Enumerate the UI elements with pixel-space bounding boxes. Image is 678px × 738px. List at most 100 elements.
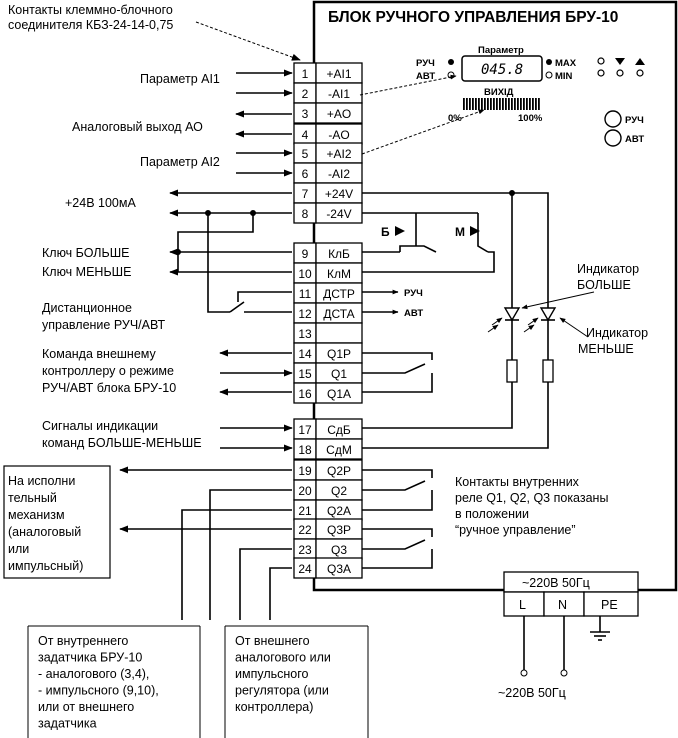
avt-output-label: АВТ — [404, 308, 423, 319]
terminal-3: 3 +AO — [293, 102, 363, 124]
ruch-button-label: РУЧ — [625, 115, 644, 126]
power-connector: ~220В 50Гц L N PE ~220В 50Гц — [498, 571, 639, 700]
switch-b-label: Б — [381, 225, 390, 239]
panel-key-set-icon[interactable] — [597, 57, 605, 77]
actuator-line: импульсный) — [8, 559, 83, 573]
terminal-number: 10 — [298, 267, 312, 281]
bar-segment — [487, 98, 489, 110]
external-line: От внешнего — [235, 634, 310, 648]
terminal-number: 3 — [302, 107, 309, 121]
bar-segment — [511, 98, 513, 110]
param-ai1-label: Параметр AI1 — [140, 72, 220, 86]
ruch-output-label: РУЧ — [404, 288, 423, 299]
actuator-line: тельный — [8, 491, 57, 505]
display-value: 045.8 — [481, 62, 523, 78]
internal-wiring — [362, 190, 595, 569]
bar-segment — [475, 98, 477, 110]
bar-segment — [520, 98, 522, 110]
panel-key-up-icon[interactable] — [635, 58, 645, 77]
min-led-icon — [545, 71, 553, 79]
terminal-number: 23 — [298, 543, 312, 557]
terminal-number: 1 — [302, 67, 309, 81]
bar-segment — [484, 98, 486, 110]
terminal-8: 8-24V — [293, 202, 363, 224]
avt-button[interactable] — [604, 129, 622, 147]
ai1-display-link — [359, 74, 457, 96]
internal-line: задатчика — [38, 717, 97, 731]
param-ai2-label: Параметр AI2 — [140, 155, 220, 169]
bar-segment — [493, 98, 495, 110]
analog-out-label: Аналоговый выход АО — [72, 120, 203, 134]
pin-l-label: L — [519, 598, 526, 612]
terminal-18: 18 СдМ — [293, 438, 363, 460]
internal-line: - импульсного (9,10), — [38, 684, 159, 698]
ind-less-label-1: Индикатор — [586, 326, 648, 340]
bar-segment — [505, 98, 507, 110]
bar-segment — [490, 98, 492, 110]
bar-segment — [523, 98, 525, 110]
terminal-signal: ДСТА — [323, 307, 354, 321]
terminal-5: 5+AI2 — [293, 142, 363, 164]
terminal-2: 2 -AI1 — [293, 82, 363, 104]
output-bargraph — [463, 98, 540, 110]
terminal-number: 12 — [298, 307, 312, 321]
external-line: контроллера) — [235, 700, 313, 714]
remote-label-1: Дистанционное — [42, 301, 132, 315]
relay-note-1: Контакты внутренних — [455, 475, 580, 489]
terminal-signal: +AO — [327, 107, 351, 121]
power24-label: +24В 100мА — [65, 196, 136, 210]
max-led-icon — [546, 59, 552, 65]
internal-line: - аналогового (3,4), — [38, 667, 149, 681]
actuator-line: или — [8, 542, 29, 556]
terminal-signal: -24V — [326, 207, 351, 221]
max-label: MAX — [555, 58, 577, 69]
bar-segment — [526, 98, 528, 110]
terminal-signal: ДСТР — [323, 287, 355, 301]
device-title: БЛОК РУЧНОГО УПРАВЛЕНИЯ БРУ-10 — [328, 9, 618, 26]
terminal-signal: -AI1 — [328, 87, 350, 101]
external-line: импульсного — [235, 667, 309, 681]
bar-segment — [502, 98, 504, 110]
bar-segment — [529, 98, 531, 110]
remote-label-2: управление РУЧ/АВТ — [42, 318, 165, 332]
terminal-number: 21 — [298, 504, 312, 518]
value-display — [461, 55, 543, 82]
actuator-line: На исполни — [8, 474, 75, 488]
ruch-indicator-label: РУЧ — [416, 58, 435, 69]
bar-segment — [532, 98, 534, 110]
ind-less-label-2: МЕНЬШЕ — [578, 342, 634, 356]
ruch-button[interactable] — [604, 110, 622, 128]
terminal-1: 1+AI1 — [293, 62, 363, 84]
actuator-box — [3, 465, 111, 579]
min-label: MIN — [555, 71, 573, 82]
terminal-signal: СдМ — [326, 443, 352, 457]
relay-note-4: “ручное управление” — [455, 523, 576, 537]
avt-button-label: АВТ — [625, 134, 644, 145]
terminal-signal: СдБ — [327, 423, 351, 437]
signals-label-1: Сигналы индикации — [42, 419, 158, 433]
command-label-2: контроллеру о режиме — [42, 364, 174, 378]
ind-more-label-2: БОЛЬШЕ — [577, 278, 631, 292]
bar-segment — [517, 98, 519, 110]
terminal-number: 9 — [302, 247, 309, 261]
terminal-number: 2 — [302, 87, 309, 101]
terminal-number: 13 — [298, 327, 312, 341]
terminal-number: 20 — [298, 484, 312, 498]
device-block — [312, 0, 678, 592]
internal-line: От внутреннего — [38, 634, 128, 648]
terminal-number: 18 — [298, 443, 312, 457]
bar-segment — [514, 98, 516, 110]
bar-segment — [466, 98, 468, 110]
panel-key-down-icon[interactable] — [615, 58, 625, 77]
external-line: аналогового или — [235, 651, 331, 665]
terminal-6: 6-AI2 — [293, 162, 363, 184]
terminal-signal: +24V — [325, 187, 353, 201]
ground-icon — [590, 631, 610, 641]
